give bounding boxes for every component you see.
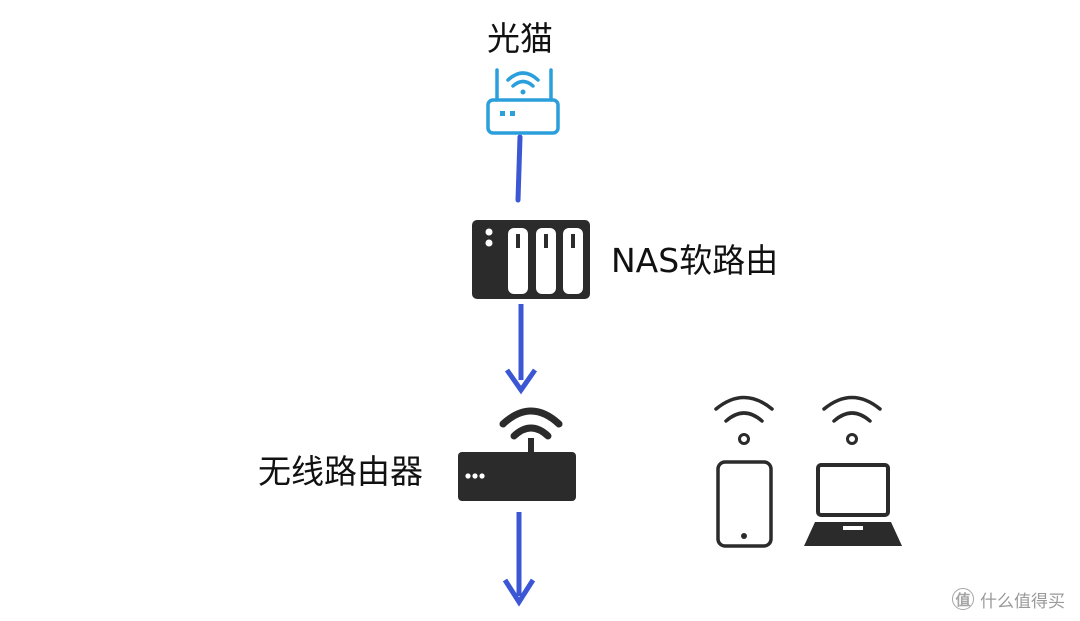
nas-label: NAS软路由 [611,241,779,280]
watermark: 值 什么值得买 [952,586,1065,612]
arrow-router-to-devices [502,512,536,607]
modem-label: 光猫 [487,19,553,58]
laptop-icon [804,395,902,546]
smartphone-icon [714,395,774,548]
wireless-router-icon [458,407,576,501]
wireless-router-label: 无线路由器 [258,452,423,491]
watermark-text: 什么值得买 [980,591,1065,612]
modem-router-icon [486,68,560,135]
arrow-nas-to-router [504,304,538,395]
nas-server-icon [472,220,590,299]
connector-modem-to-nas [515,134,523,203]
watermark-badge-icon: 值 [952,588,974,610]
